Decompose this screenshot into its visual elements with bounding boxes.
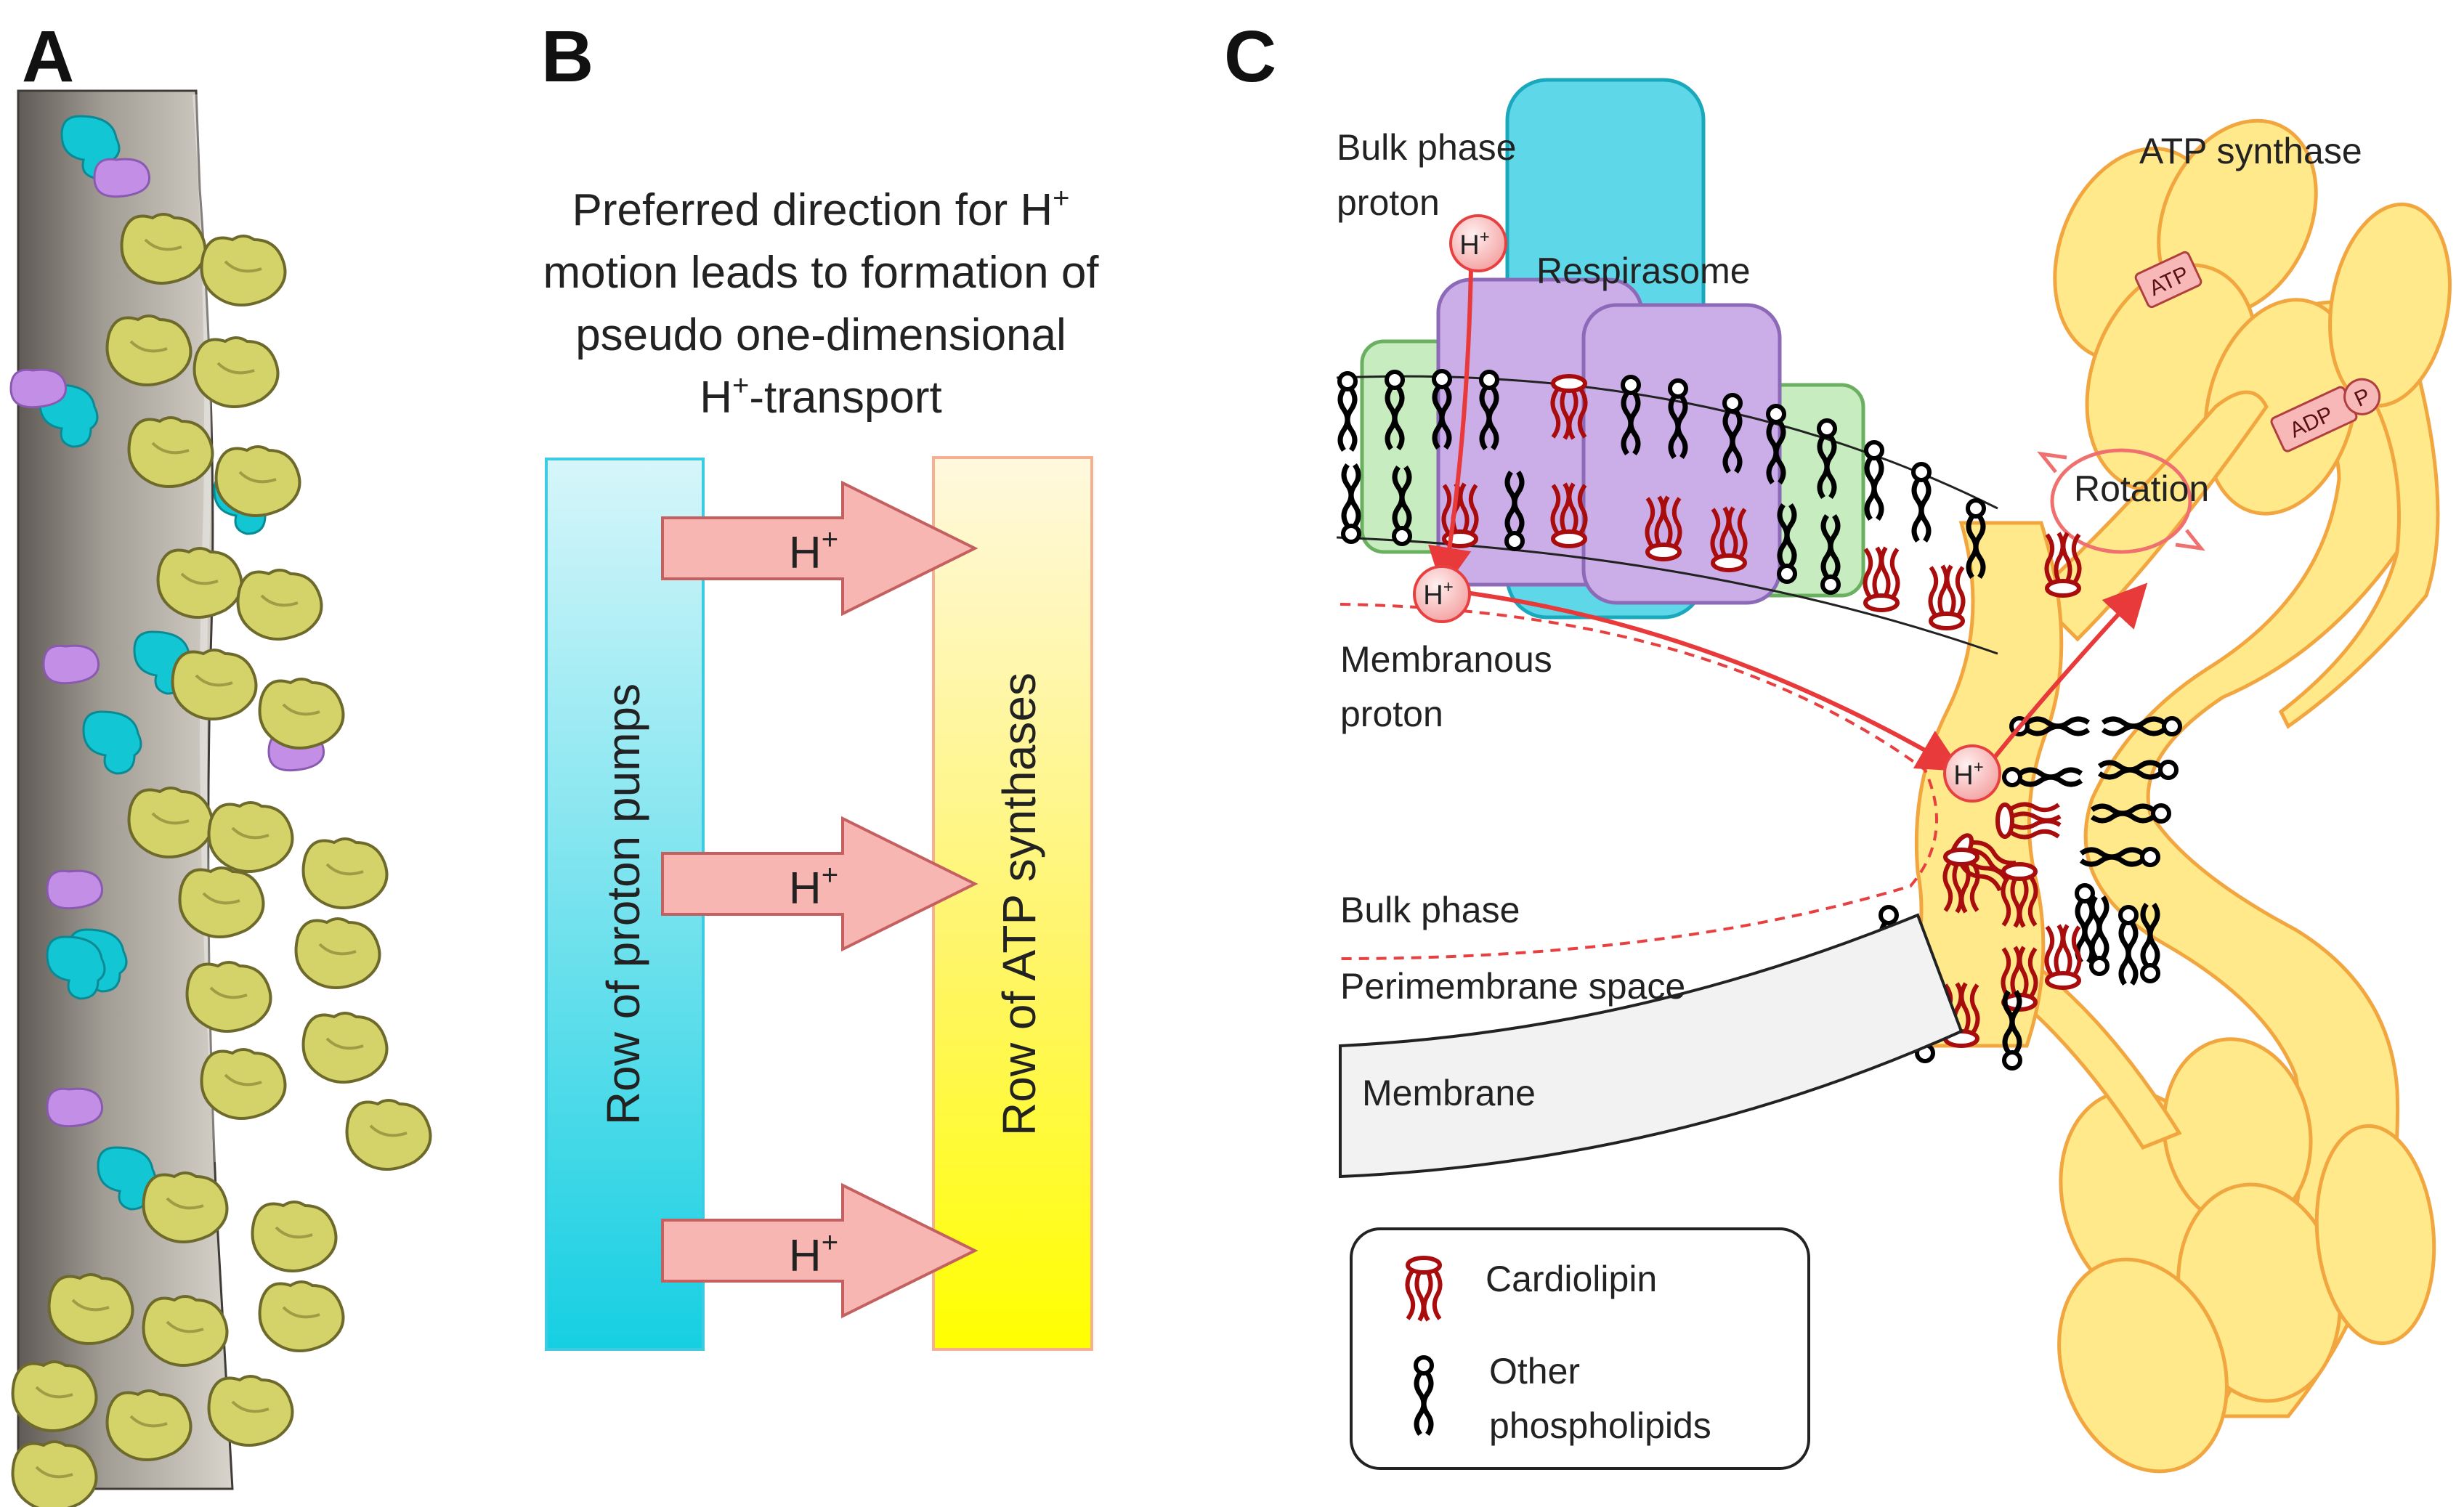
- membrane-label: Membrane: [1362, 1073, 1536, 1113]
- caption-line-3: pseudo one-dimensional: [575, 310, 1066, 360]
- atp-synthase-label: ATP synthase: [2139, 131, 2362, 171]
- adp-p-tag: ADP P: [2270, 378, 2381, 452]
- caption-line-4: -transport: [749, 373, 941, 423]
- arrow-3-label: H: [789, 1231, 822, 1281]
- bulk-phase-proton-line-1: Bulk phase: [1337, 127, 1516, 168]
- panel-c-letter: C: [1224, 16, 1276, 97]
- panel-a-letter: A: [22, 16, 74, 97]
- legend-other-line-1: Other: [1489, 1351, 1580, 1392]
- synthase-proton-marker: H+: [1943, 744, 2001, 803]
- proton-path-arrows: [1427, 268, 2148, 771]
- legend-box: Cardiolipin Other phospholipids: [1350, 1227, 1810, 1470]
- atp-synthase-row-label: Row of ATP synthases: [993, 673, 1045, 1136]
- bulk-phase-label: Bulk phase: [1340, 890, 1520, 930]
- rotation-label: Rotation: [2074, 468, 2209, 509]
- panel-b: B Preferred direction for H+ motion lead…: [541, 16, 1099, 1351]
- svg-text:H+: H+: [789, 1227, 838, 1281]
- legend-other-line-2: phospholipids: [1489, 1405, 1711, 1446]
- arrow-2-superscript: +: [822, 859, 838, 891]
- caption-line-4-prefix: H: [700, 373, 732, 423]
- atp-synthase-drawing: [1886, 118, 2452, 1474]
- perimembrane-space-label: Perimembrane space: [1340, 966, 1685, 1007]
- membranous-proton-line-2: proton: [1340, 694, 1443, 734]
- proton-flow-arrow-2: H+: [661, 816, 978, 952]
- arrow-1-label: H: [789, 528, 822, 578]
- caption-superscript: +: [1053, 182, 1069, 214]
- bulk-proton-symbol: H: [1459, 230, 1479, 261]
- svg-text:H+: H+: [789, 524, 838, 578]
- bulk-phase-proton-line-2: proton: [1337, 182, 1440, 223]
- arrow-1-superscript: +: [822, 524, 838, 556]
- caption-line-4-superscript: +: [732, 370, 749, 402]
- svg-text:H+-transport: H+-transport: [700, 370, 941, 423]
- panel-a: A: [9, 16, 432, 1507]
- membranous-proton-marker: H+: [1413, 565, 1471, 623]
- svg-text:H+: H+: [789, 859, 838, 914]
- arrow-2-label: H: [789, 864, 822, 914]
- svg-text:H+: H+: [1953, 757, 1983, 791]
- proton-flow-arrow-1: H+: [661, 480, 978, 617]
- membranous-proton-symbol: H: [1423, 580, 1443, 611]
- caption-line-2: motion leads to formation of: [543, 248, 1099, 298]
- respirasome-label: Respirasome: [1536, 251, 1751, 291]
- proton-flow-arrow-3: H+: [661, 1182, 978, 1319]
- membranous-proton-superscript: +: [1443, 577, 1454, 597]
- legend-cardiolipin-label: Cardiolipin: [1486, 1259, 1657, 1299]
- svg-text:Preferred direction for H+: Preferred direction for H+: [572, 182, 1070, 235]
- bulk-proton-superscript: +: [1480, 227, 1490, 247]
- synthase-proton-superscript: +: [1974, 757, 1984, 777]
- arrow-3-superscript: +: [822, 1227, 838, 1259]
- panel-c: C ATP ADP P: [1224, 16, 2452, 1474]
- caption-line-1: Preferred direction for H: [572, 185, 1053, 235]
- rotation-indicator: Rotation: [2037, 448, 2209, 554]
- panel-b-letter: B: [541, 16, 593, 97]
- panel-b-caption: Preferred direction for H+ motion leads …: [543, 182, 1099, 423]
- proton-pump-row-label: Row of proton pumps: [597, 683, 649, 1125]
- svg-text:H+: H+: [1423, 577, 1453, 611]
- membranous-proton-line-1: Membranous: [1340, 639, 1552, 680]
- bulk-proton-marker: H+: [1449, 214, 1507, 272]
- membrane-band: [1339, 913, 1963, 1179]
- svg-text:H+: H+: [1459, 227, 1489, 261]
- synthase-proton-symbol: H: [1953, 760, 1973, 791]
